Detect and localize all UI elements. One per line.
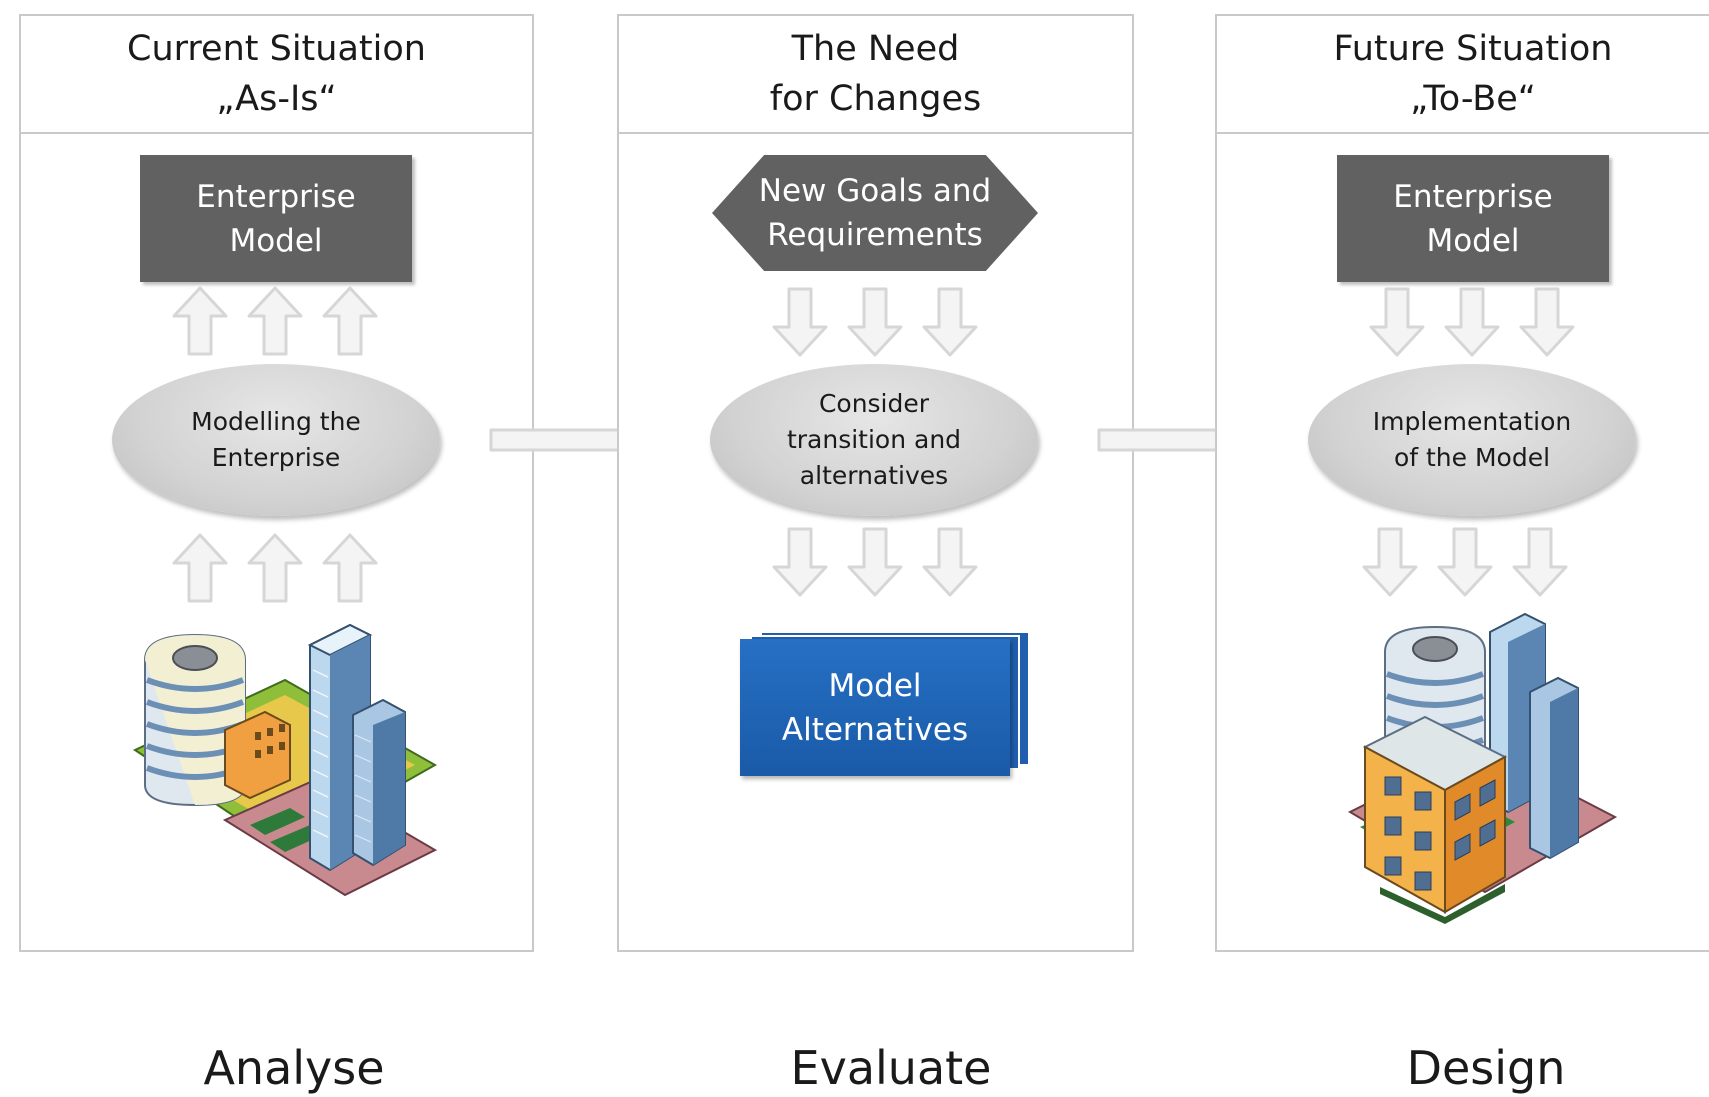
panel-header-as-is: Current Situation „As-Is“ [21, 16, 532, 134]
process-label-line1: Consider [818, 389, 930, 418]
hollow-up-arrow-icon [172, 533, 228, 603]
down-arrows-bottom-need [772, 527, 978, 597]
panel-subtitle-need: for Changes [769, 79, 982, 119]
down-arrows-top-to-be [1369, 287, 1575, 357]
phase-label-evaluate: Evaluate [790, 1041, 992, 1095]
hollow-down-arrow-icon [1512, 527, 1568, 597]
hollow-up-arrow-icon [247, 286, 303, 356]
process-ellipse-modelling: Modelling the Enterprise [112, 364, 440, 516]
goals-label-line1: New Goals and [758, 173, 992, 209]
process-label-line1: Implementation [1372, 407, 1572, 436]
enterprise-model-box-as-is: Enterprise Model [140, 155, 412, 282]
hollow-down-arrow-icon [847, 527, 903, 597]
down-arrows-bottom-to-be [1362, 527, 1568, 597]
enterprise-model-box-to-be: Enterprise Model [1337, 155, 1609, 282]
enterprise-model-label-line1: Enterprise [196, 178, 356, 215]
hollow-down-arrow-icon [1362, 527, 1418, 597]
panel-title-as-is: Current Situation [127, 29, 426, 69]
alternative-card-front: Model Alternatives [740, 639, 1010, 776]
process-label-line2: of the Model [1393, 443, 1551, 472]
panel-title-need: The Need [791, 29, 960, 69]
process-label-line2: Enterprise [211, 443, 341, 472]
alternatives-label-line2: Alternatives [781, 711, 969, 748]
hollow-down-arrow-icon [847, 287, 903, 357]
enterprise-model-label-line2: Model [229, 222, 323, 259]
hollow-down-arrow-icon [772, 527, 828, 597]
alternatives-label-line1: Model [828, 667, 922, 704]
hollow-down-arrow-icon [1437, 527, 1493, 597]
down-arrows-top-need [772, 287, 978, 357]
goals-label-line2: Requirements [767, 217, 983, 253]
hollow-down-arrow-icon [922, 287, 978, 357]
hollow-down-arrow-icon [922, 527, 978, 597]
phase-label-design: Design [1406, 1041, 1566, 1095]
hollow-up-arrow-icon [172, 286, 228, 356]
panel-subtitle-to-be: „To-Be“ [1410, 79, 1536, 119]
hollow-up-arrow-icon [247, 533, 303, 603]
new-goals-hexagon: New Goals and Requirements [712, 155, 1038, 271]
model-alternatives-stack: Model Alternatives [740, 631, 1034, 776]
office-buildings-with-new-building-icon [1347, 612, 1618, 924]
office-buildings-icon [132, 623, 438, 897]
up-arrows-top-as-is [172, 286, 378, 356]
hollow-up-arrow-icon [322, 286, 378, 356]
process-label-line1: Modelling the [191, 407, 361, 436]
process-ellipse-consider: Consider transition and alternatives [710, 364, 1038, 516]
panel-header-to-be: Future Situation „To-Be“ [1217, 16, 1709, 134]
hollow-down-arrow-icon [1369, 287, 1425, 357]
hollow-down-arrow-icon [1519, 287, 1575, 357]
process-label-line3: alternatives [799, 461, 949, 490]
panel-subtitle-as-is: „As-Is“ [216, 79, 337, 119]
up-arrows-bottom-as-is [172, 533, 378, 603]
hollow-up-arrow-icon [322, 533, 378, 603]
panel-title-to-be: Future Situation [1333, 29, 1613, 69]
enterprise-model-label-line2: Model [1426, 222, 1520, 259]
phase-label-analyse: Analyse [203, 1041, 385, 1095]
enterprise-model-label-line1: Enterprise [1393, 178, 1553, 215]
process-label-line2: transition and [786, 425, 962, 454]
process-ellipse-implementation: Implementation of the Model [1308, 364, 1636, 516]
panel-header-need: The Need for Changes [619, 16, 1132, 134]
hollow-down-arrow-icon [772, 287, 828, 357]
hollow-down-arrow-icon [1444, 287, 1500, 357]
